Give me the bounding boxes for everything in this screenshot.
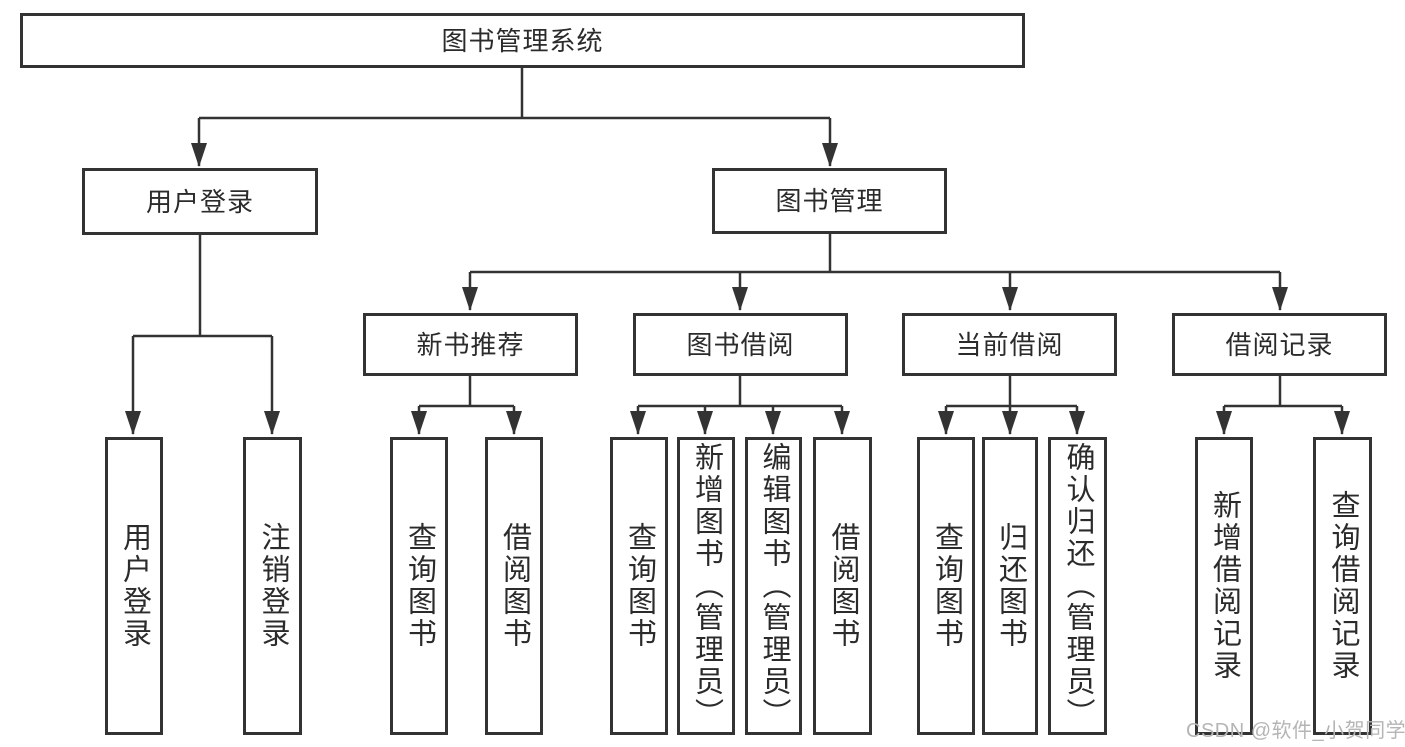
node-new-book-recommendation: 新书推荐 (363, 313, 578, 376)
leaf-query-books-1: 查询图书 (390, 437, 448, 735)
leaf-return-books: 归还图书 (982, 437, 1038, 735)
node-book-management: 图书管理 (712, 168, 947, 234)
node-current-borrowing: 当前借阅 (902, 313, 1117, 376)
leaf-query-borrow-record: 查询借阅记录 (1313, 437, 1372, 735)
node-root: 图书管理系统 (20, 13, 1025, 68)
leaf-user-login: 用户登录 (105, 437, 163, 735)
connector-current-borrowing (946, 376, 1077, 408)
leaf-edit-books-admin: 编辑图书（管理员） (745, 437, 802, 735)
leaf-query-books-3: 查询图书 (917, 437, 975, 735)
connector-book-management (470, 233, 1280, 274)
connector-new-book-recommendation (419, 376, 514, 408)
connector-book-borrowing (638, 376, 842, 408)
leaf-query-books-2: 查询图书 (610, 437, 668, 735)
connector-borrowing-records (1224, 376, 1342, 408)
leaf-borrow-books-2: 借阅图书 (813, 437, 872, 735)
connector-root (199, 68, 830, 120)
leaf-add-borrow-record: 新增借阅记录 (1195, 437, 1253, 735)
node-book-borrowing: 图书借阅 (633, 313, 848, 376)
watermark: CSDN @软件_小贺同学 (1186, 720, 1405, 742)
leaf-borrow-books-1: 借阅图书 (485, 437, 543, 735)
leaf-confirm-return-admin: 确认归还（管理员） (1048, 437, 1107, 735)
node-user-login: 用户登录 (82, 168, 318, 235)
leaf-add-books-admin: 新增图书（管理员） (677, 437, 735, 735)
node-borrowing-records: 借阅记录 (1172, 313, 1387, 376)
leaf-logout: 注销登录 (243, 437, 302, 735)
connector-user-login (133, 235, 272, 338)
